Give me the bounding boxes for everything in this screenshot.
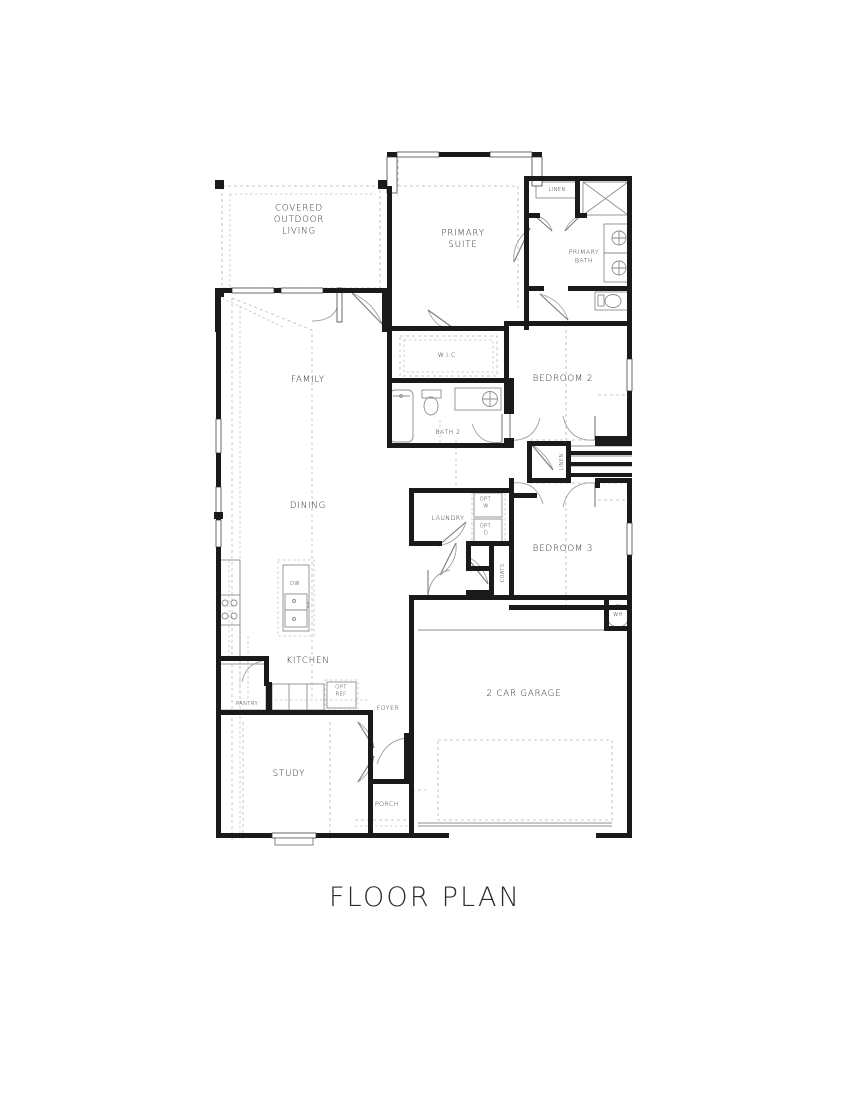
garage-door-band (418, 629, 632, 827)
room-label-study: STUDY (273, 769, 306, 779)
room-label-two_car_garage: 2 CAR GARAGE (487, 689, 562, 699)
room-label-dining: DINING (290, 501, 326, 511)
kitchen-range-and-counters (217, 559, 241, 661)
drawing-title: FLOOR PLAN (0, 882, 850, 913)
primary-bath-shower (582, 181, 629, 216)
room-label-porch: PORCH (375, 801, 399, 808)
room-label-opt_dryer: OPT.D (480, 524, 493, 537)
bath2-toilet (421, 389, 442, 416)
room-label-opt_washer: OPT.W (480, 497, 493, 510)
room-label-water_heater: WH (613, 612, 623, 618)
room-label-linen_hall: LINEN (559, 453, 565, 470)
room-label-kitchen: KITCHEN (286, 656, 329, 666)
room-label-dishwasher: DW (290, 581, 300, 587)
bath2-tub (389, 389, 414, 443)
dashed-reference-lines (221, 160, 632, 840)
room-label-pantry: PANTRY (236, 701, 258, 707)
room-label-bedroom_3: BEDROOM 3 (533, 544, 593, 554)
room-label-coats: COATS (500, 564, 506, 583)
primary-bath-vanity (603, 223, 631, 283)
kitchen-island (277, 559, 315, 637)
primary-bath-toilet (594, 291, 631, 311)
drawing-title-text: FLOOR PLAN (328, 882, 522, 913)
room-label-linen_primary: LINEN (548, 187, 565, 193)
room-label-foyer: FOYER (377, 705, 400, 712)
hall-linen-shelves (571, 445, 632, 477)
room-label-family: FAMILY (291, 375, 325, 385)
bath2-vanity (454, 387, 502, 411)
wall-geometry (214, 151, 633, 846)
room-label-bedroom_2: BEDROOM 2 (533, 374, 593, 384)
room-label-bath_2: BATH 2 (435, 429, 460, 436)
room-label-wic: W.I.C. (438, 352, 458, 359)
room-label-laundry: LAUNDRY (432, 515, 465, 522)
